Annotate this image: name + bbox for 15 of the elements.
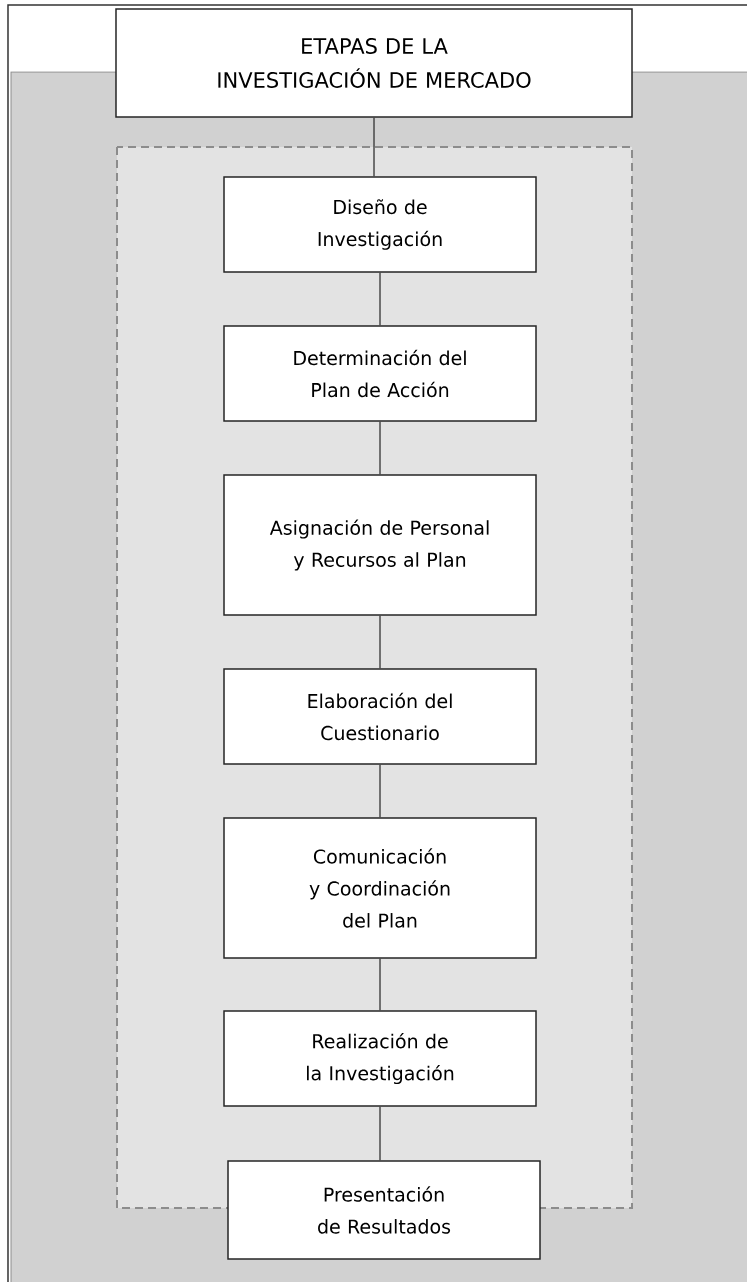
step-box: Determinación del Plan de Acción xyxy=(223,325,537,422)
connector-line xyxy=(373,117,375,177)
connector-line xyxy=(379,1106,381,1161)
title-box: ETAPAS DE LA INVESTIGACIÓN DE MERCADO xyxy=(115,8,633,118)
step-box: Asignación de Personal y Recursos al Plan xyxy=(223,474,537,616)
connector-line xyxy=(379,421,381,475)
step-box: Comunicación y Coordinación del Plan xyxy=(223,817,537,959)
connector-line xyxy=(379,958,381,1011)
connector-line xyxy=(379,615,381,669)
step-box: Presentación de Resultados xyxy=(227,1160,541,1260)
step-box: Elaboración del Cuestionario xyxy=(223,668,537,765)
step-box: Diseño de Investigación xyxy=(223,176,537,273)
connector-line xyxy=(379,764,381,818)
connector-line xyxy=(379,272,381,326)
step-box: Realización de la Investigación xyxy=(223,1010,537,1107)
